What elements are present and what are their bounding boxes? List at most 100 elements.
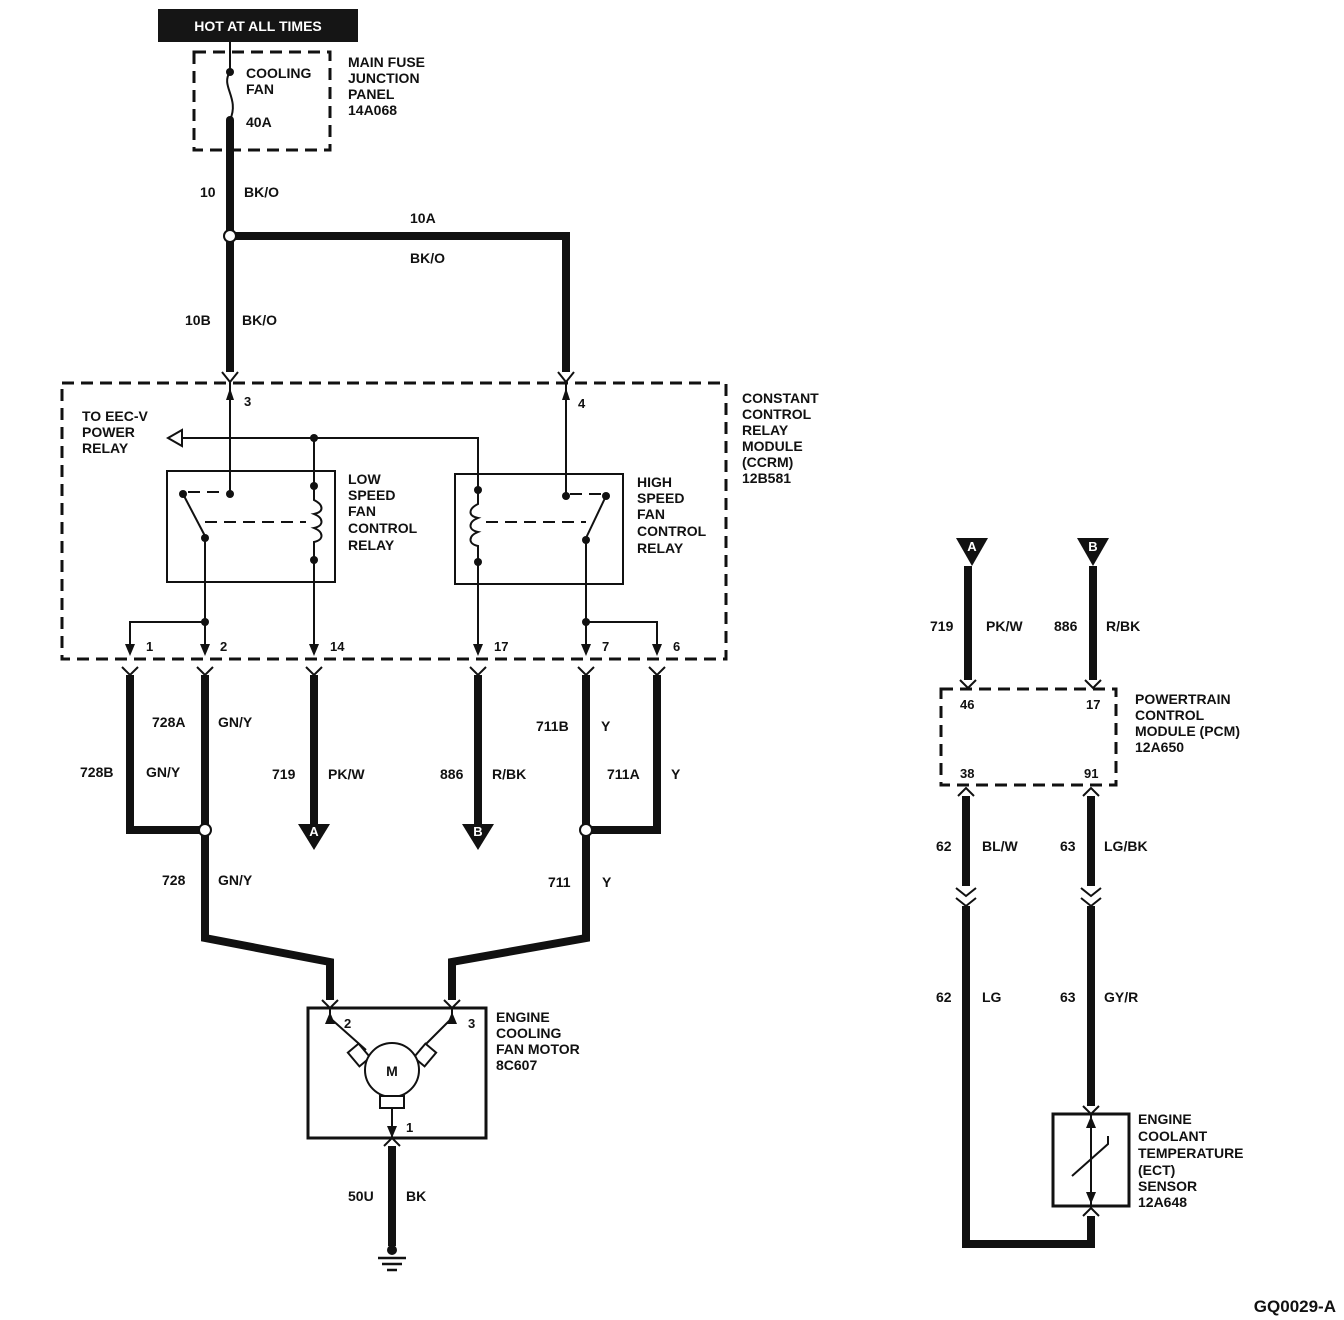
wire-10a — [230, 232, 570, 372]
ccrm-pin-1: 1 — [146, 639, 153, 654]
motor-brush-bottom — [379, 1095, 405, 1109]
wire-50u-color: BK — [406, 1188, 426, 1204]
wire-63-inline-connector — [1080, 887, 1102, 908]
pcm-wire-886-color: R/BK — [1106, 618, 1140, 634]
wire-10a-color: BK/O — [410, 250, 445, 266]
motor-pin-2: 2 — [344, 1016, 351, 1031]
motor-title-2: COOLING — [496, 1025, 561, 1041]
ground-terminal — [387, 1245, 397, 1255]
wire-50u-number: 50U — [348, 1188, 374, 1204]
fuse-panel-outline — [192, 50, 332, 152]
ect-bottom-plug — [1082, 1206, 1100, 1217]
pcm-section: A B 719 PK/W 886 R/BK 46 17 38 91 POWERT… — [930, 538, 1240, 1248]
fuse-icon — [226, 71, 234, 121]
wire-711b-711 — [448, 675, 590, 1000]
high-relay-common-contact — [562, 492, 570, 500]
ccrm-pin-7: 7 — [602, 639, 609, 654]
wire-10-color: BK/O — [244, 184, 279, 200]
to-eec-v-arrow-icon — [165, 428, 183, 448]
connector-a-left-label: A — [309, 824, 319, 839]
ect-bottom-arrow — [1086, 1192, 1096, 1204]
pin-6-arrow — [652, 644, 662, 656]
fuse-panel-title-3: PANEL — [348, 86, 395, 102]
low-relay-label-2: SPEED — [348, 487, 395, 503]
high-relay-label-4: CONTROL — [637, 523, 707, 539]
wire-711b-number: 711B — [536, 718, 569, 734]
pin-4-connector — [557, 371, 575, 384]
wire-63-upper-color: LG/BK — [1104, 838, 1148, 854]
wire-10a-number: 10A — [410, 210, 436, 226]
low-relay-label-4: CONTROL — [348, 520, 418, 536]
pin-6-7-splice — [582, 618, 590, 626]
motor-title-1: ENGINE — [496, 1009, 550, 1025]
main-fuse-junction-panel: COOLING FAN 40A MAIN FUSE JUNCTION PANEL… — [192, 42, 425, 152]
ccrm-pin-17: 17 — [494, 639, 508, 654]
ect-title-3: TEMPERATURE — [1138, 1145, 1244, 1161]
pin-4-arrow — [562, 388, 570, 400]
pcm-title-4: 12A650 — [1135, 739, 1184, 755]
wire-62-lower-color: LG — [982, 989, 1002, 1005]
wire-63-upper-number: 63 — [1060, 838, 1076, 854]
connector-b-right — [1077, 538, 1109, 566]
ccrm-title-5: (CCRM) — [742, 454, 793, 470]
figure-id: GQ0029-A — [1254, 1297, 1336, 1316]
wire-62-inline-connector — [955, 887, 977, 908]
high-relay-box — [454, 473, 624, 585]
pin-17-plug — [469, 666, 487, 677]
wire-711-number: 711 — [548, 874, 571, 890]
hot-at-all-times-header: HOT AT ALL TIMES — [158, 9, 358, 42]
ccrm-outline — [60, 381, 728, 661]
pcm-pin-46: 46 — [960, 697, 974, 712]
high-relay-label-2: SPEED — [637, 490, 684, 506]
connector-b-left — [462, 824, 494, 850]
wire-728a-number: 728A — [152, 714, 185, 730]
wire-711a — [586, 675, 661, 834]
pcm-pin-46-plug — [959, 679, 977, 690]
wire-728a-color: GN/Y — [218, 714, 253, 730]
pcm-outline — [939, 687, 1118, 787]
wire-719-number: 719 — [272, 766, 296, 782]
wire-10b-color: BK/O — [242, 312, 277, 328]
pcm-pin-17: 17 — [1086, 697, 1100, 712]
eec-label-2: POWER — [82, 424, 135, 440]
pcm-title-1: POWERTRAIN — [1135, 691, 1231, 707]
pcm-title-3: MODULE (PCM) — [1135, 723, 1240, 739]
ect-top-arrow — [1086, 1116, 1096, 1128]
motor-ground-plug — [383, 1136, 401, 1147]
fuse-panel-title-4: 14A068 — [348, 102, 397, 118]
ccrm-bottom-connectors — [121, 666, 666, 677]
high-relay-coil-icon — [469, 490, 482, 562]
connector-b-left-label: B — [473, 824, 482, 839]
pin-6-plug — [648, 666, 666, 677]
pin-1-arrow — [125, 644, 135, 656]
pcm-pin-17-plug — [1084, 679, 1102, 690]
motor-pin-3-arrow — [447, 1012, 457, 1024]
pcm-wire-719-number: 719 — [930, 618, 954, 634]
low-relay-box — [166, 470, 336, 583]
pin-3-arrow — [226, 388, 234, 400]
motor-box — [306, 1006, 488, 1140]
low-relay-coil-icon — [310, 486, 323, 560]
engine-cooling-fan-motor: M 2 3 1 ENGINE COOLING FAN MOTOR 8C607 5… — [306, 999, 580, 1272]
pcm-title-2: CONTROL — [1135, 707, 1205, 723]
low-relay-label-1: LOW — [348, 471, 381, 487]
low-relay-label-3: FAN — [348, 503, 376, 519]
low-relay-label-5: RELAY — [348, 537, 395, 553]
connector-a-right — [956, 538, 988, 566]
pin-7-plug — [577, 666, 595, 677]
hot-at-all-times-label: HOT AT ALL TIMES — [194, 18, 322, 34]
wire-10b-number: 10B — [185, 312, 211, 328]
splice-728 — [198, 823, 212, 837]
splice-10 — [223, 229, 237, 243]
connector-b-right-label: B — [1088, 539, 1097, 554]
motor-pin-3: 3 — [468, 1016, 475, 1031]
pin-6-internal-wire — [586, 621, 658, 650]
ccrm-pin-6: 6 — [673, 639, 680, 654]
pcm-pin-91-plug — [1082, 786, 1100, 797]
wire-10-number: 10 — [200, 184, 216, 200]
ccrm-module: CONSTANT CONTROL RELAY MODULE (CCRM) 12B… — [60, 371, 819, 661]
wire-62-upper-number: 62 — [936, 838, 952, 854]
wire-711-color: Y — [602, 874, 612, 890]
pcm-wire-719-color: PK/W — [986, 618, 1023, 634]
wire-728b — [126, 675, 205, 834]
